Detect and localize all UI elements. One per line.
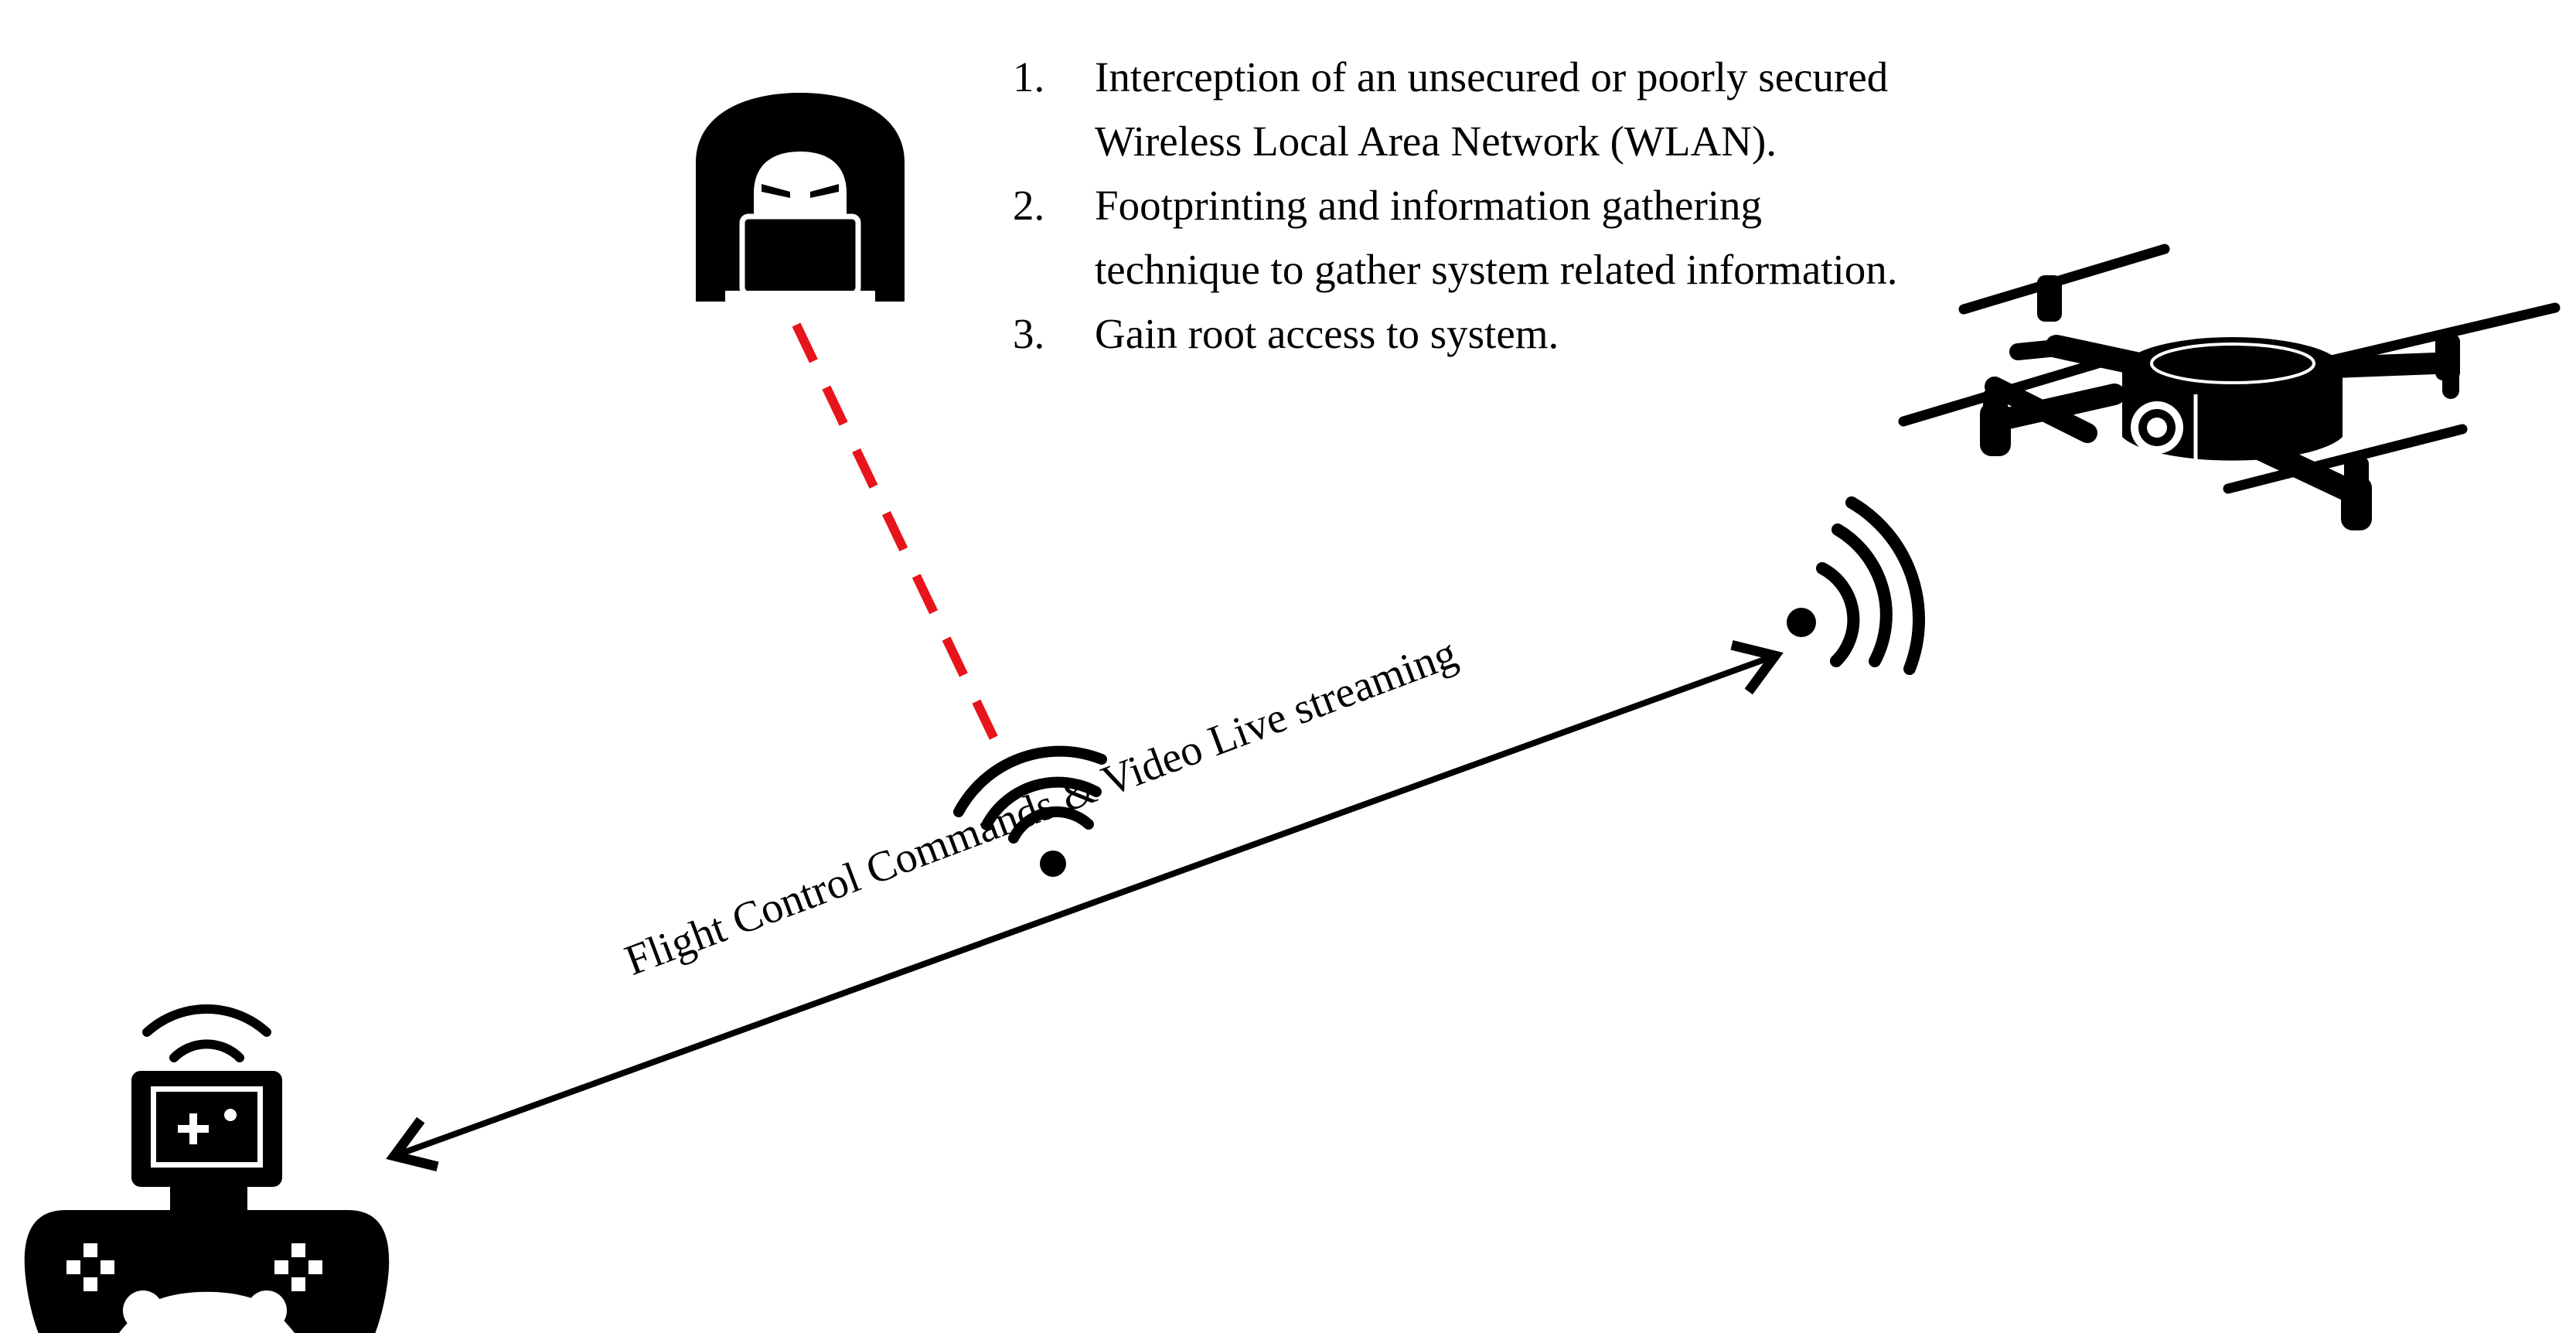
attack-path-line: [792, 322, 1010, 764]
step-number: 1.: [1013, 53, 1045, 101]
attack-step-1: 1. Interception of an unsecured or poorl…: [1013, 45, 1925, 173]
step-text: Gain root access to system.: [1095, 310, 1559, 357]
attack-step-3: 3. Gain root access to system.: [1013, 302, 1925, 366]
quadcopter-drone-icon: [1898, 244, 2561, 530]
step-text: Footprinting and information gathering t…: [1095, 182, 1898, 293]
hooded-hacker-icon: [696, 93, 905, 302]
wifi-signal-icon: [1787, 496, 1926, 675]
attack-steps-list: 1. Interception of an unsecured or poorl…: [1013, 45, 1925, 366]
command-video-link-arrow: [386, 640, 1784, 1171]
game-controller-icon: [24, 1004, 390, 1333]
step-number: 2.: [1013, 182, 1045, 229]
step-text: Interception of an unsecured or poorly s…: [1095, 53, 1889, 165]
step-number: 3.: [1013, 310, 1045, 357]
attack-step-2: 2. Footprinting and information gatherin…: [1013, 173, 1925, 302]
